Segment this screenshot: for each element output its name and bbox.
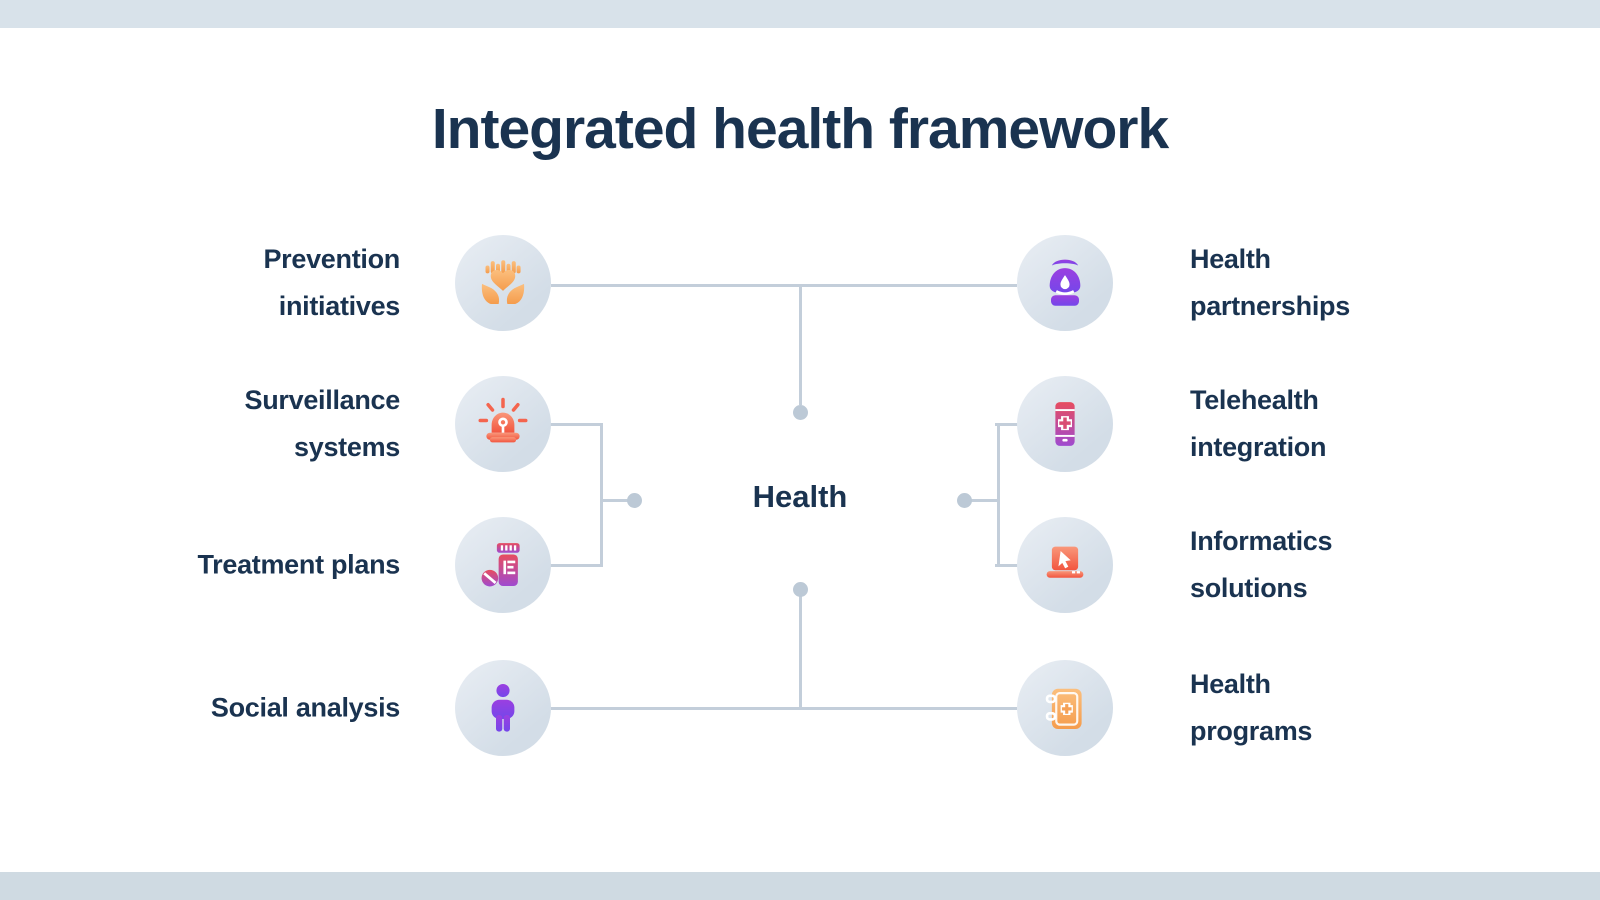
label-line: Telehealth: [1190, 385, 1319, 415]
label-surveillance-systems: Surveillance systems: [245, 377, 401, 471]
node-informatics-solutions: [1017, 517, 1113, 613]
connector-right-dot: [957, 492, 972, 508]
node-health-partnerships: [1017, 235, 1113, 331]
label-line: integration: [1190, 432, 1327, 462]
node-treatment-plans: [455, 517, 551, 613]
label-line: programs: [1190, 716, 1313, 746]
label-health-programs: Health programs: [1190, 661, 1312, 755]
hands-holding-heart-icon: [481, 260, 525, 304]
connector-top-horizontal: [551, 283, 1017, 287]
label-line: Prevention: [263, 244, 400, 274]
label-line: initiatives: [278, 291, 401, 321]
siren-icon: [478, 397, 528, 443]
connector-left-vertical: [600, 422, 603, 567]
label-line: partnerships: [1190, 291, 1350, 321]
node-telehealth-integration: [1017, 376, 1113, 472]
connector-top-dot: [793, 405, 808, 420]
center-node-label: Health: [752, 479, 848, 514]
connector-right-vertical: [996, 422, 1000, 567]
medical-book-icon: [1045, 688, 1082, 729]
label-line: Treatment plans: [197, 549, 400, 580]
node-surveillance-systems: [455, 376, 551, 472]
label-social-analysis: Social analysis: [211, 685, 400, 732]
connector-bottom-horizontal: [551, 706, 1017, 710]
person-icon: [491, 683, 515, 732]
connector-left-mid-stub: [601, 498, 629, 502]
label-line: Health: [1190, 669, 1271, 699]
bottom-band: [0, 872, 1600, 900]
label-prevention-initiatives: Prevention initiatives: [263, 236, 400, 330]
connector-left-dot: [627, 492, 642, 508]
page-title: Integrated health framework: [431, 97, 1169, 161]
connector-right-mid-stub: [971, 498, 999, 502]
label-line: Informatics: [1190, 526, 1333, 556]
label-line: solutions: [1190, 573, 1308, 603]
connector-bottom-vertical: [798, 596, 802, 708]
label-line: Health: [1190, 244, 1271, 274]
label-health-partnerships: Health partnerships: [1190, 236, 1350, 330]
label-informatics-solutions: Informatics solutions: [1190, 518, 1333, 612]
label-line: Surveillance: [244, 385, 401, 415]
label-treatment-plans: Treatment plans: [197, 542, 400, 589]
connector-bottom-dot: [793, 582, 808, 597]
node-social-analysis: [455, 660, 551, 756]
node-prevention-initiatives: [455, 235, 551, 331]
label-line: systems: [294, 432, 400, 462]
connector-left-stub-row2: [548, 422, 603, 426]
label-line: Social analysis: [210, 692, 400, 723]
label-telehealth-integration: Telehealth integration: [1190, 377, 1327, 471]
top-band: [0, 0, 1600, 28]
node-health-programs: [1017, 660, 1113, 756]
connector-left-stub-row3: [548, 563, 603, 567]
medical-phone-icon: [1055, 402, 1075, 446]
connector-top-vertical: [798, 285, 802, 405]
pill-bottle-icon: [481, 543, 520, 587]
nurse-icon: [1049, 259, 1081, 306]
laptop-cursor-icon: [1046, 546, 1084, 578]
